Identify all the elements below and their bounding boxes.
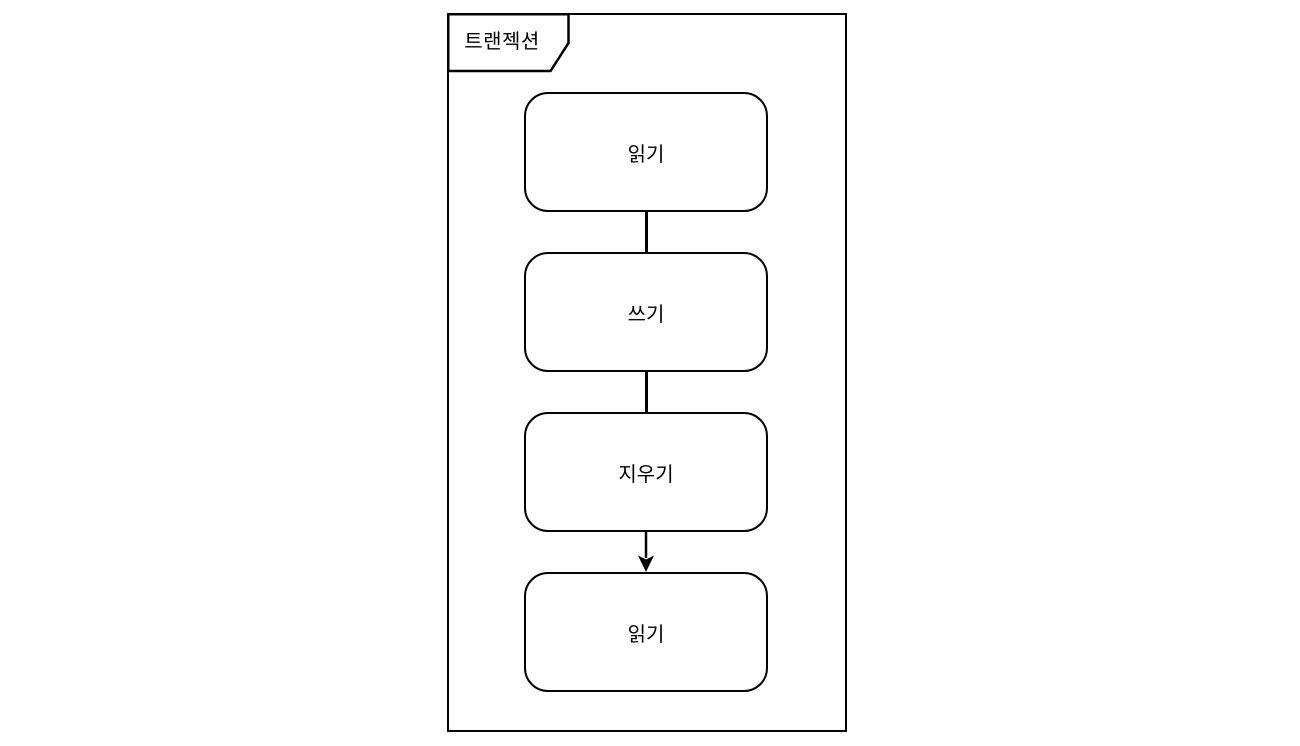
connector-read-to-write [645,211,648,252]
frame-tab-shape [447,13,570,73]
frame-title: 트랜젝션 [464,30,540,53]
node-label: 쓰기 [627,303,665,326]
node-label: 읽기 [627,623,665,646]
node-label: 읽기 [627,143,665,166]
node-read-2: 읽기 [524,572,768,692]
node-write: 쓰기 [524,252,768,372]
node-label: 지우기 [618,463,674,486]
connector-write-to-erase [645,371,648,412]
node-erase: 지우기 [524,412,768,532]
node-read-1: 읽기 [524,92,768,212]
arrowhead-down-icon [638,555,654,572]
frame-title-tab [447,13,570,73]
connector-erase-to-read [638,531,654,572]
